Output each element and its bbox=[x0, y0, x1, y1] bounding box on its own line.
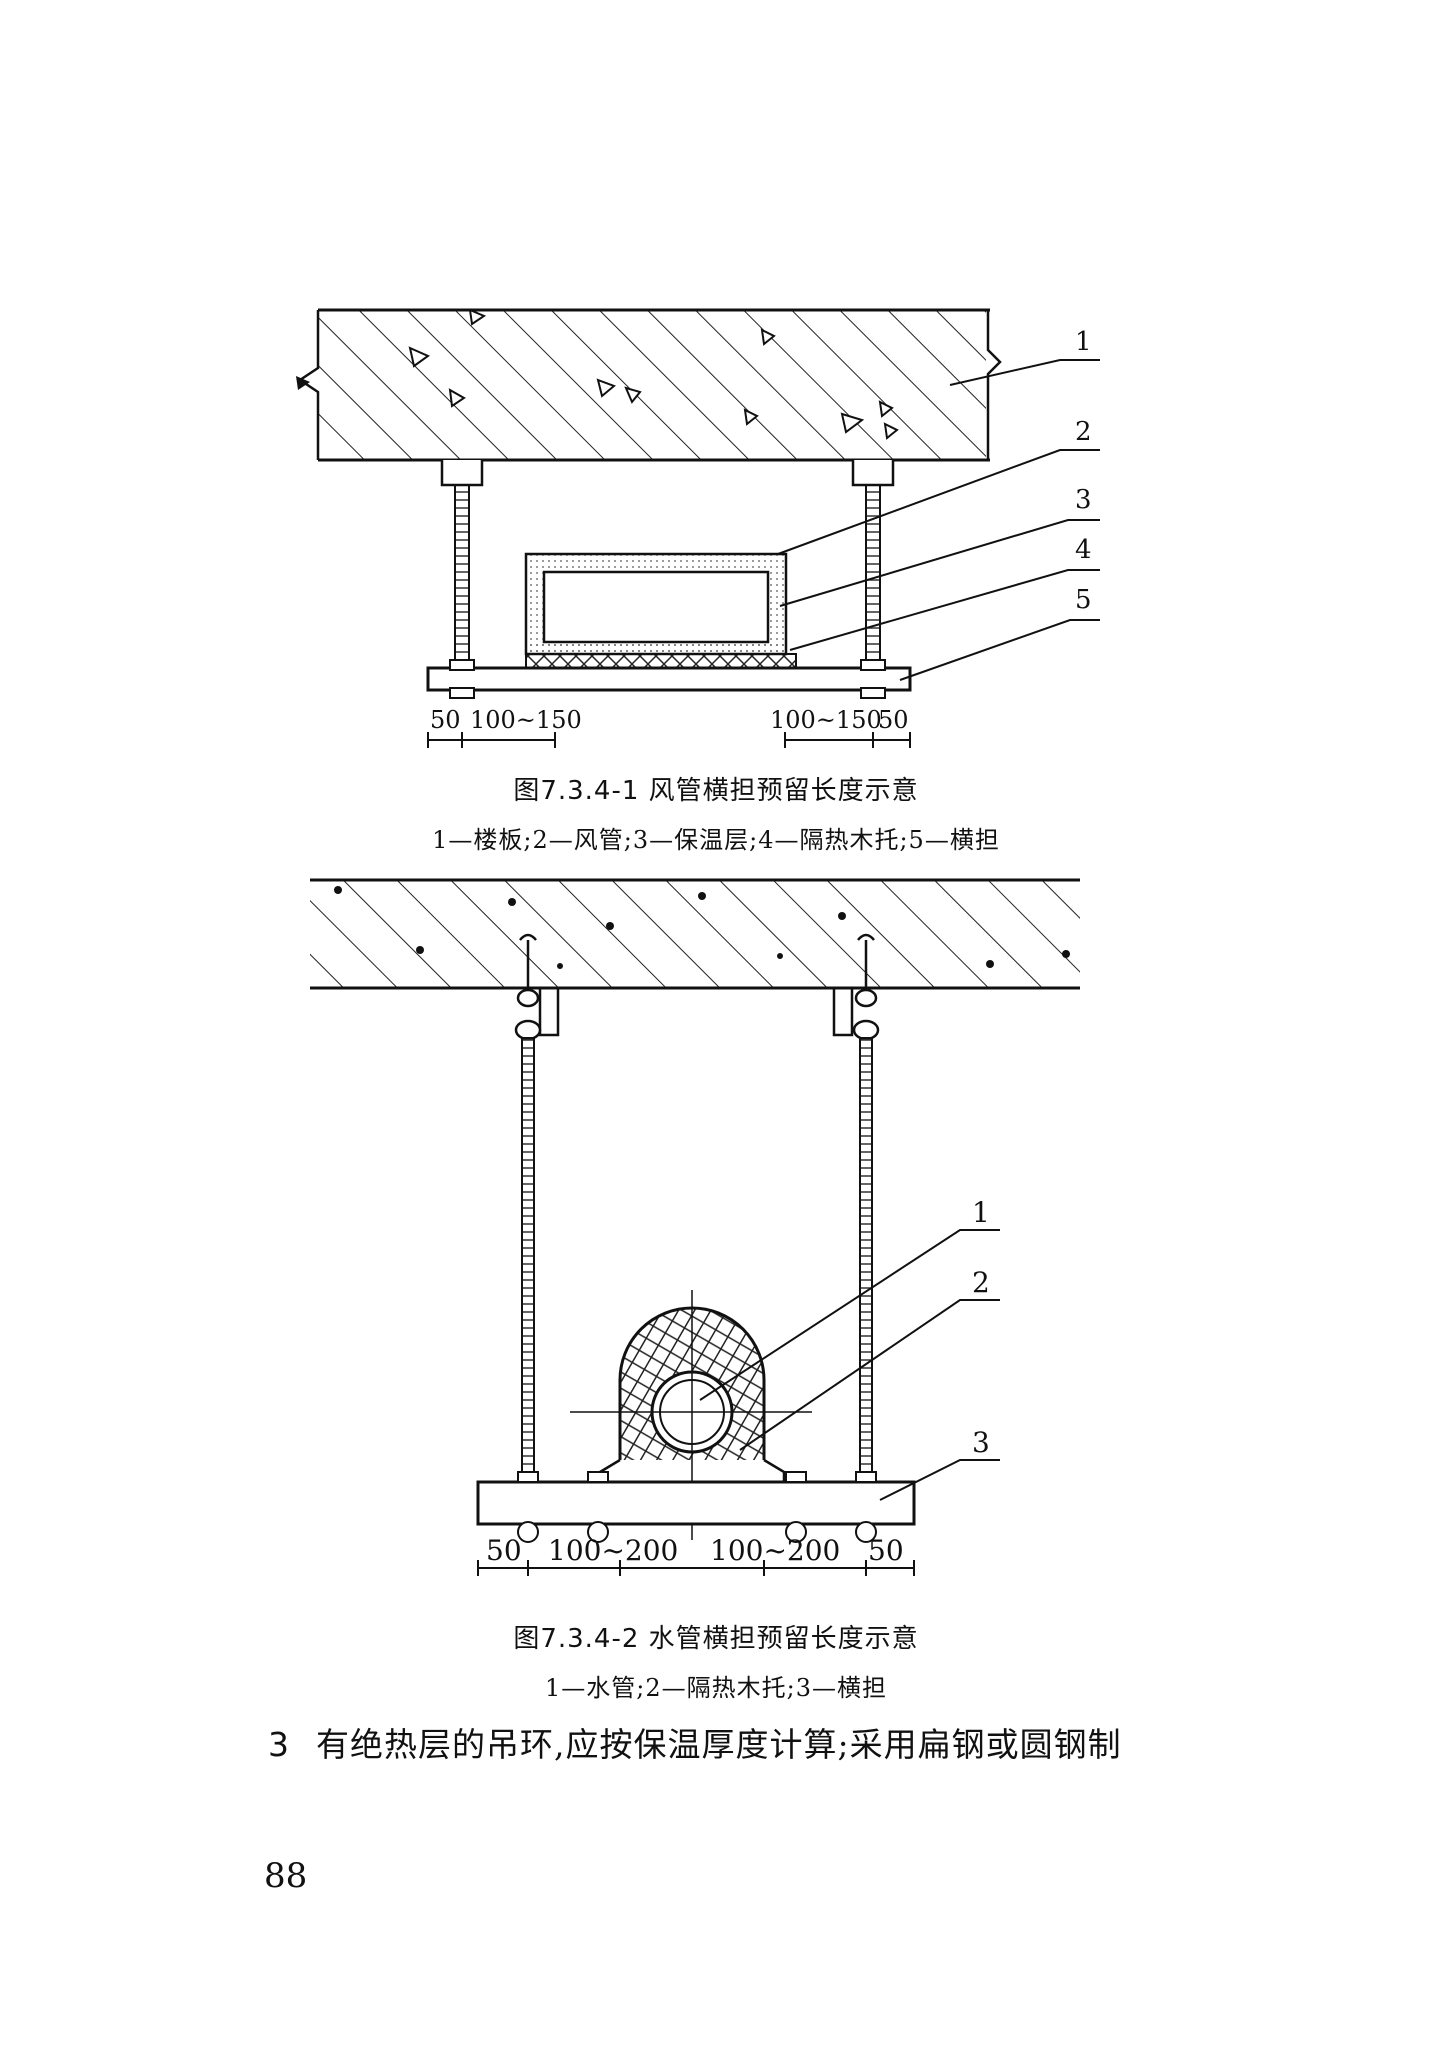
dim-2-50-left: 50 bbox=[486, 1534, 522, 1567]
hanger-rods-2 bbox=[521, 1037, 873, 1514]
bolts-and-nuts bbox=[517, 1471, 877, 1543]
dim-2-100-200-right: 100~200 bbox=[710, 1534, 840, 1567]
insulating-wood-support bbox=[525, 653, 797, 669]
callout-5: 5 bbox=[1075, 585, 1092, 615]
item-number: 3 bbox=[268, 1725, 290, 1764]
callout-3: 3 bbox=[1075, 485, 1092, 515]
callout-leaders bbox=[777, 359, 1100, 681]
dim-100-150-left: 100~150 bbox=[470, 706, 582, 734]
cross-arm-beam-2 bbox=[476, 1480, 916, 1526]
callout-4: 4 bbox=[1075, 535, 1092, 565]
callout-2-3: 3 bbox=[972, 1426, 990, 1459]
ceiling-brackets bbox=[514, 933, 880, 1041]
figure-1-legend: 1—楼板;2—风管;3—保温层;4—隔热木托;5—横担 bbox=[432, 826, 1000, 854]
dimension-labels: 50 100~150 100~150 50 bbox=[430, 706, 909, 734]
callout-1: 1 bbox=[1075, 327, 1092, 357]
ceiling-anchors bbox=[440, 460, 895, 487]
page-number: 88 bbox=[264, 1856, 308, 1896]
callout-leaders-2 bbox=[699, 1229, 1000, 1501]
body-paragraph: 3 有绝热层的吊环,应按保温厚度计算;采用扁钢或圆钢制 bbox=[268, 1718, 1122, 1766]
dimension-labels-2: 50 100~200 100~200 50 bbox=[486, 1534, 904, 1567]
item-text: 有绝热层的吊环,应按保温厚度计算;采用扁钢或圆钢制 bbox=[316, 1725, 1122, 1764]
dim-50-right: 50 bbox=[878, 706, 909, 734]
dimension-lines-2 bbox=[477, 1560, 915, 1576]
insulated-duct bbox=[524, 552, 788, 656]
figure-1-duct-hanger-diagram: 1 2 3 4 5 50 100~150 100~150 50 bbox=[296, 308, 1100, 748]
floor-slab bbox=[296, 308, 1002, 462]
callout-2: 2 bbox=[1075, 417, 1092, 447]
floor-slab-2 bbox=[310, 878, 1080, 990]
hanger-rods bbox=[454, 484, 881, 664]
dim-50-left: 50 bbox=[430, 706, 461, 734]
figure-2-caption: 图7.3.4-2 水管横担预留长度示意 bbox=[513, 1624, 919, 1654]
cross-arm-beam bbox=[426, 666, 912, 692]
callout-2-2: 2 bbox=[972, 1266, 990, 1299]
rod-nuts bbox=[449, 659, 886, 699]
dim-2-100-200-left: 100~200 bbox=[548, 1534, 678, 1567]
dimension-lines bbox=[427, 732, 911, 748]
dim-100-150-right: 100~150 bbox=[770, 706, 882, 734]
figure-2-legend: 1—水管;2—隔热木托;3—横担 bbox=[545, 1674, 887, 1702]
callout-numbers: 1 2 3 4 5 bbox=[1075, 327, 1092, 615]
callout-numbers-2: 1 2 3 bbox=[972, 1196, 990, 1459]
figure-2-water-pipe-hanger-diagram: 1 2 3 50 100~200 100~200 50 bbox=[310, 878, 1080, 1576]
figure-1-caption: 图7.3.4-1 风管横担预留长度示意 bbox=[513, 776, 919, 806]
dim-2-50-right: 50 bbox=[868, 1534, 904, 1567]
callout-2-1: 1 bbox=[972, 1196, 990, 1229]
